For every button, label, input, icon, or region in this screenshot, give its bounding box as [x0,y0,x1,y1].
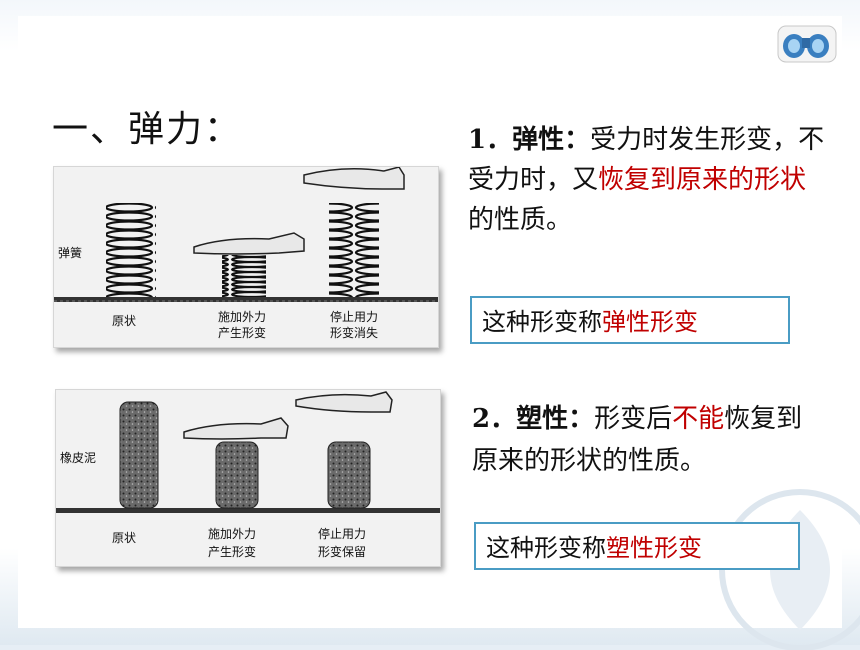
box1-prefix: 这种形变称 [482,308,602,336]
plasticity-text: 2．塑性：形变后不能恢复到原来的形状的性质。 [472,398,822,482]
clay-side-label: 橡皮泥 [60,451,97,465]
plastic-deformation-box: 这种形变称塑性形变 [474,522,800,570]
spring-label-2b: 产生形变 [218,326,267,340]
binoculars-icon [777,25,837,63]
box1-red: 弹性形变 [602,308,698,336]
elasticity-text-a: 受力时发生形变，不受力时，又 [468,125,825,195]
spring-label-3a: 停止用力 [330,310,379,324]
plasticity-text-b: 恢复到原来的形状的性质。 [472,404,803,476]
elastic-deformation-box: 这种形变称弹性形变 [470,296,790,344]
box2-red: 塑性形变 [606,534,702,562]
clay-label-original: 原状 [112,531,137,545]
plasticity-text-a: 形变后 [594,404,673,434]
box2-prefix: 这种形变称 [486,534,606,562]
clay-label-3b: 形变保留 [318,545,367,559]
plasticity-lead: 2．塑性： [472,404,595,434]
spring-label-original: 原状 [112,314,137,328]
page-title: 一、弹力： [52,109,243,150]
clay-label-2a: 施加外力 [208,527,257,541]
spring-side-label: 弹簧 [58,246,83,260]
elasticity-text: 1．弹性：受力时发生形变，不受力时，又恢复到原来的形状的性质。 [468,120,828,240]
elasticity-text-red: 恢复到原来的形状 [598,165,807,195]
clay-label-2b: 产生形变 [208,545,257,559]
elasticity-lead: 1．弹性： [468,125,591,155]
spring-label-3b: 形变消失 [330,326,379,340]
clay-label-3a: 停止用力 [318,527,367,541]
plasticity-text-red: 不能 [672,404,725,434]
elasticity-text-b: 的性质。 [468,205,573,235]
spring-illustration: 弹簧 原状 施加外力 产生形变 停止用力 形变消失 [53,166,439,348]
spring-label-2a: 施加外力 [218,310,267,324]
clay-illustration: 橡皮泥 原状 施加外力 产生形变 停止用力 形变保留 [55,389,441,567]
